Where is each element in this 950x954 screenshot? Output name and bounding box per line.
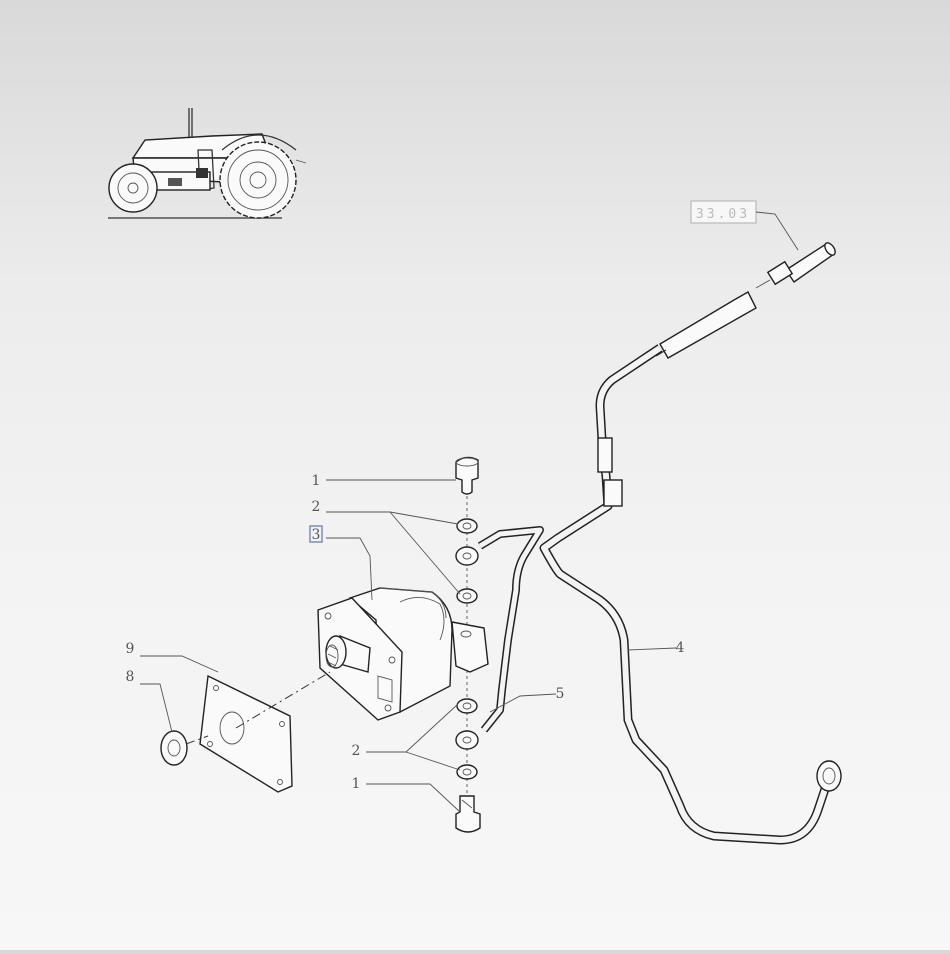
reference-label: 33.03: [696, 207, 750, 222]
lower-banjo: [455, 730, 479, 750]
top-washer: [456, 518, 478, 534]
callout-8: 8: [126, 669, 135, 685]
top-bolt: [455, 456, 479, 495]
hose-end: [655, 242, 836, 359]
lower-washer-1: [456, 698, 478, 714]
lower-washer-2: [456, 764, 478, 780]
callout-2-top: 2: [312, 499, 321, 515]
leader-lines: [140, 479, 677, 813]
callout-3: 3: [312, 527, 321, 543]
top-banjo: [455, 546, 479, 566]
callout-3-highlight: [309, 525, 323, 543]
hydraulic-pump: [317, 587, 489, 721]
callout-5: 5: [556, 686, 565, 702]
mid-washer: [456, 588, 478, 604]
callout-2-bottom: 2: [352, 743, 361, 759]
pipe-5: [477, 526, 544, 733]
callouts: 1 2 3 4 5 2 1 8 9: [126, 473, 685, 792]
callout-1-bottom: 1: [352, 776, 361, 792]
bottom-bolt: [455, 795, 481, 833]
reference-box: 33.03: [690, 200, 799, 251]
callout-4: 4: [676, 640, 685, 656]
o-ring: [160, 730, 188, 766]
pipe-4: [539, 344, 842, 845]
tractor-thumbnail: [108, 108, 307, 219]
callout-9: 9: [126, 641, 135, 657]
gasket-plate: [199, 674, 293, 793]
callout-1-top: 1: [312, 473, 321, 489]
